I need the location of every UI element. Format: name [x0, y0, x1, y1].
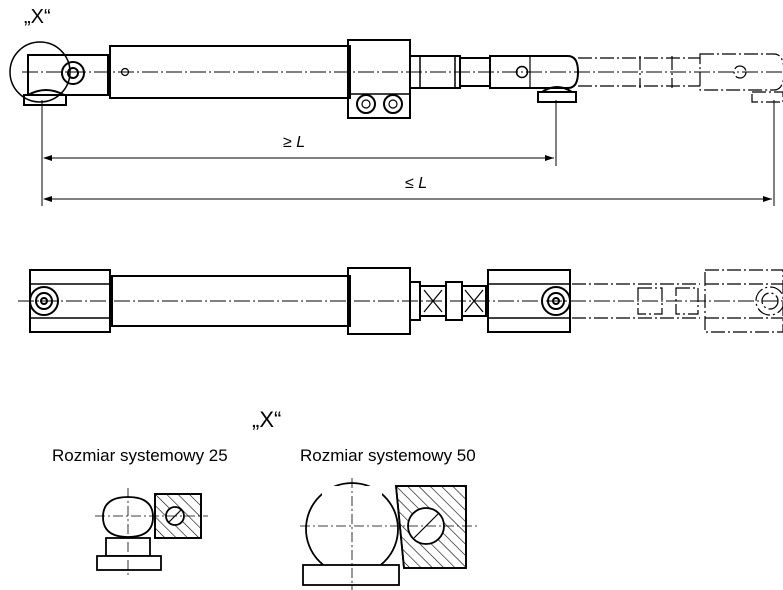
- clamp-screw-1: [356, 94, 376, 114]
- left-foot: [23, 94, 67, 106]
- top-view: [9, 39, 580, 119]
- detail-large: [302, 482, 467, 586]
- detail-large-caption: Rozmiar systemowy 50: [300, 446, 476, 465]
- left-pin-outer: [61, 61, 85, 85]
- left-pin-inner: [67, 67, 79, 79]
- dimensions: [41, 100, 775, 206]
- top-view-extended-phantom: [578, 53, 783, 103]
- dimension-min-label: ≥ L: [283, 134, 306, 151]
- detail-small: [96, 493, 202, 571]
- detail-large-foot: [302, 564, 400, 586]
- detail-small-centerlines: [95, 488, 208, 578]
- detail-small-caption: Rozmiar systemowy 25: [52, 446, 228, 465]
- right-foot: [537, 91, 577, 103]
- detail-large-centerlines: [300, 478, 478, 590]
- detail-small-foot: [96, 555, 162, 571]
- detail-marker-label: „X“: [24, 6, 51, 28]
- clamp-screw-2: [383, 94, 403, 114]
- dimension-max-label: ≤ L: [405, 175, 428, 192]
- detail-title: „X“: [252, 407, 282, 432]
